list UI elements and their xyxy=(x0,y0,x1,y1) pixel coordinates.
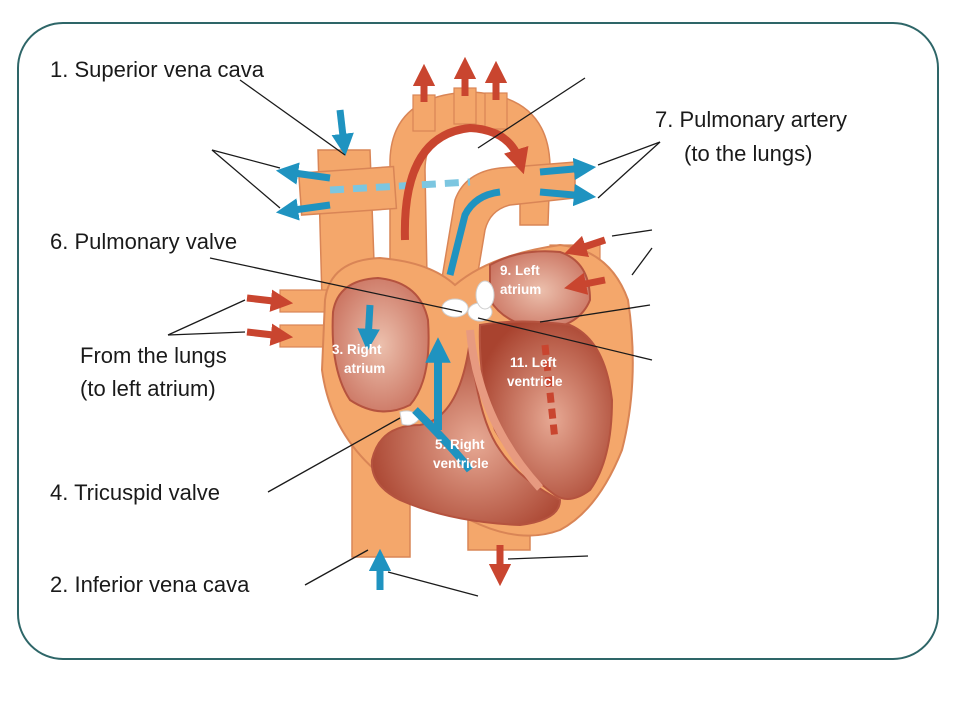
label-right-atrium-line1: 3. Right xyxy=(332,342,382,357)
leader-pulmonary-right-b xyxy=(597,141,661,199)
right-atrium-flow-arrow xyxy=(357,304,380,352)
leader-tricuspid-valve xyxy=(267,417,401,493)
pulmonary-trunk-flow-arrow xyxy=(446,188,501,276)
deoxygenated-flow-arrows xyxy=(275,109,597,590)
label-left-atrium-line1: 9. Left xyxy=(500,263,540,278)
lung-inflow-arrow-left-2 xyxy=(246,323,294,346)
leader-pulmonary-vein-right-2 xyxy=(631,247,653,276)
label-pulmonary-artery-line2: (to the lungs) xyxy=(684,141,812,166)
label-pulmonary-valve: 6. Pulmonary valve xyxy=(50,229,237,254)
leader-pulmonary-right-a xyxy=(597,141,661,166)
lung-inflow-arrow-right-1 xyxy=(564,235,607,258)
label-left-atrium-line2: atrium xyxy=(500,282,541,297)
label-left-ventricle-line1: 11. Left xyxy=(510,355,557,370)
label-from-lungs-line2: (to left atrium) xyxy=(80,376,216,401)
leader-pulmonary-vein-right-1 xyxy=(611,229,653,237)
leader-pulmonary-valve xyxy=(209,257,463,313)
pulmonary-right-out-arrow-1 xyxy=(539,157,597,181)
label-inferior-vena-cava: 2. Inferior vena cava xyxy=(50,572,250,597)
svc-inflow-arrow xyxy=(331,109,354,157)
label-pulmonary-artery-line1: 7. Pulmonary artery xyxy=(655,107,847,132)
heart-body xyxy=(279,87,634,558)
label-tricuspid-valve: 4. Tricuspid valve xyxy=(50,480,220,505)
leader-mitral-valve xyxy=(539,304,651,323)
leader-from-lungs-b xyxy=(167,331,246,336)
pulmonary-left-out-arrow-1 xyxy=(275,162,331,185)
leader-pulmonary-left-a xyxy=(211,149,281,169)
leader-lines xyxy=(167,77,661,597)
pulmonary-left-out-arrow-2 xyxy=(275,198,331,221)
leader-descending-aorta xyxy=(507,555,589,560)
label-right-ventricle-line2: ventricle xyxy=(433,456,489,471)
label-right-atrium-line2: atrium xyxy=(344,361,385,376)
lung-inflow-arrow-right-2 xyxy=(564,272,606,295)
pulmonary-dashed-flow xyxy=(329,178,471,194)
label-right-ventricle-line1: 5. Right xyxy=(435,437,485,452)
right-ventricle-flow-arrow xyxy=(412,407,474,473)
right-atrium-chamber xyxy=(331,276,430,413)
leader-from-lungs-a xyxy=(167,299,246,336)
lung-inflow-arrow-left-1 xyxy=(246,289,294,312)
mitral-valve-shape xyxy=(475,280,495,310)
leader-inferior-vena-cava xyxy=(304,549,369,586)
aortic-arch-flow-arrow xyxy=(400,123,529,241)
label-from-lungs-line1: From the lungs xyxy=(80,343,227,368)
leader-aorta xyxy=(477,77,586,149)
label-left-ventricle-line2: ventricle xyxy=(507,374,563,389)
pulmonary-right-out-arrow-2 xyxy=(539,183,597,207)
leader-superior-vena-cava xyxy=(239,79,346,156)
leader-pulmonary-left-b xyxy=(211,149,281,209)
heart-septum xyxy=(466,329,543,491)
leader-inferior-arrow xyxy=(387,571,479,597)
label-superior-vena-cava: 1. Superior vena cava xyxy=(50,57,265,82)
leader-aortic-valve xyxy=(477,317,653,361)
oxygenated-flow-arrows xyxy=(246,56,607,587)
